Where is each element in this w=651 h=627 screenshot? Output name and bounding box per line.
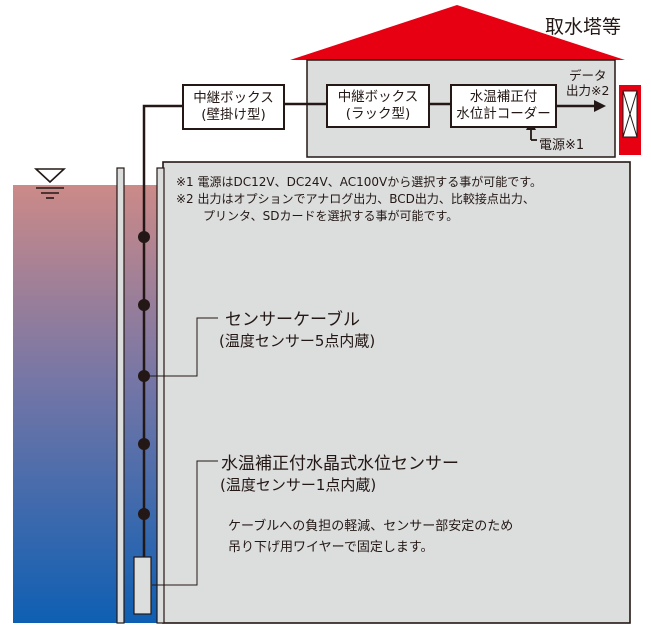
note-output-cont: プリンタ、SDカードを選択する事が可能です。 (203, 209, 459, 223)
cable-title: センサーケーブル (225, 310, 360, 330)
connection-lines (142, 102, 450, 558)
sensor-description-line2: 吊り下げ用ワイヤーで固定します。 (228, 540, 434, 555)
building-title: 取水塔等 (545, 16, 622, 38)
data-output-line1: データ (568, 68, 607, 83)
cable-leader-line (144, 317, 218, 377)
sensor-title: 水温補正付水晶式水位センサー (221, 454, 459, 474)
note-power: ※1 電源はDC12V、DC24V、AC100Vから選択する事が可能です。 (176, 175, 542, 189)
temp-sensor-node (138, 508, 150, 520)
sensor-subtitle: (温度センサー1点内蔵) (220, 476, 377, 494)
cable-subtitle: (温度センサー5点内蔵) (219, 332, 376, 350)
well-pipe-right (156, 167, 165, 624)
info-panel (162, 161, 631, 624)
water-body (13, 185, 173, 623)
temp-sensor-node (138, 299, 150, 311)
relay-box-rack-line2: (ラック型) (345, 106, 411, 122)
power-label: 電源※1 (539, 138, 585, 153)
relay-box-rack-line1: 中継ボックス (337, 89, 419, 105)
water-level-logger: 水温補正付 水位計コーダー (450, 84, 557, 128)
data-output-line2: 出力※2 (566, 83, 610, 98)
data-output-label: データ 出力※2 (566, 68, 609, 98)
relay-box-rack: 中継ボックス (ラック型) (326, 84, 430, 128)
relay-box-wall-line2: (壁掛け型) (201, 107, 266, 123)
relay-box-wall: 中継ボックス (壁掛け型) (182, 84, 285, 130)
relay-box-wall-line1: 中継ボックス (193, 90, 274, 106)
sensor-leader-line (152, 460, 218, 586)
logger-line2: 水位計コーダー (456, 106, 551, 122)
data-output-arrow-icon (594, 100, 606, 112)
note-output: ※2 出力はオプションでアナログ出力、BCD出力、比較接点出力、 (176, 192, 535, 206)
water-level-sensor (133, 556, 152, 615)
well-pipe-left (116, 167, 125, 624)
building-roof (290, 5, 625, 60)
sensor-description-line1: ケーブルへの負担の軽減、センサー部安定のため (228, 519, 514, 534)
temp-sensor-node (138, 231, 150, 243)
logger-line1: 水温補正付 (469, 89, 538, 105)
temp-sensor-node (138, 438, 150, 450)
temperature-sensor-nodes (138, 231, 150, 520)
water-level-icon (33, 168, 67, 199)
